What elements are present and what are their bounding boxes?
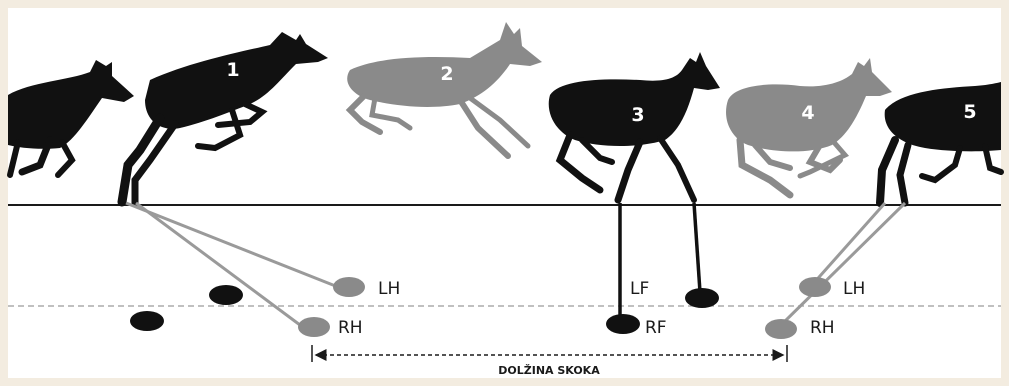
figure-number-3: 3 [631, 104, 644, 126]
footprint-rh-right [765, 319, 797, 339]
figure-number-5: 5 [963, 101, 976, 123]
footprint-lh-left [333, 277, 365, 297]
label-rh-left: RH [338, 318, 363, 338]
footprint-rf [606, 314, 640, 334]
label-lh-left: LH [378, 279, 400, 299]
footprint-lh-right [799, 277, 831, 297]
label-rf: RF [645, 318, 667, 338]
footprint-dark-1 [130, 311, 164, 331]
figure-number-1: 1 [226, 59, 239, 81]
label-rh-right: RH [810, 318, 835, 338]
footprint-rh-left [298, 317, 330, 337]
footprint-dark-2 [209, 285, 243, 305]
label-lf: LF [630, 279, 649, 299]
measure-label: DOLŽINA SKOKA [498, 364, 600, 377]
figure-number-4: 4 [801, 102, 814, 124]
label-lh-right: LH [843, 279, 865, 299]
footprint-lf [685, 288, 719, 308]
figure-number-2: 2 [440, 63, 453, 85]
